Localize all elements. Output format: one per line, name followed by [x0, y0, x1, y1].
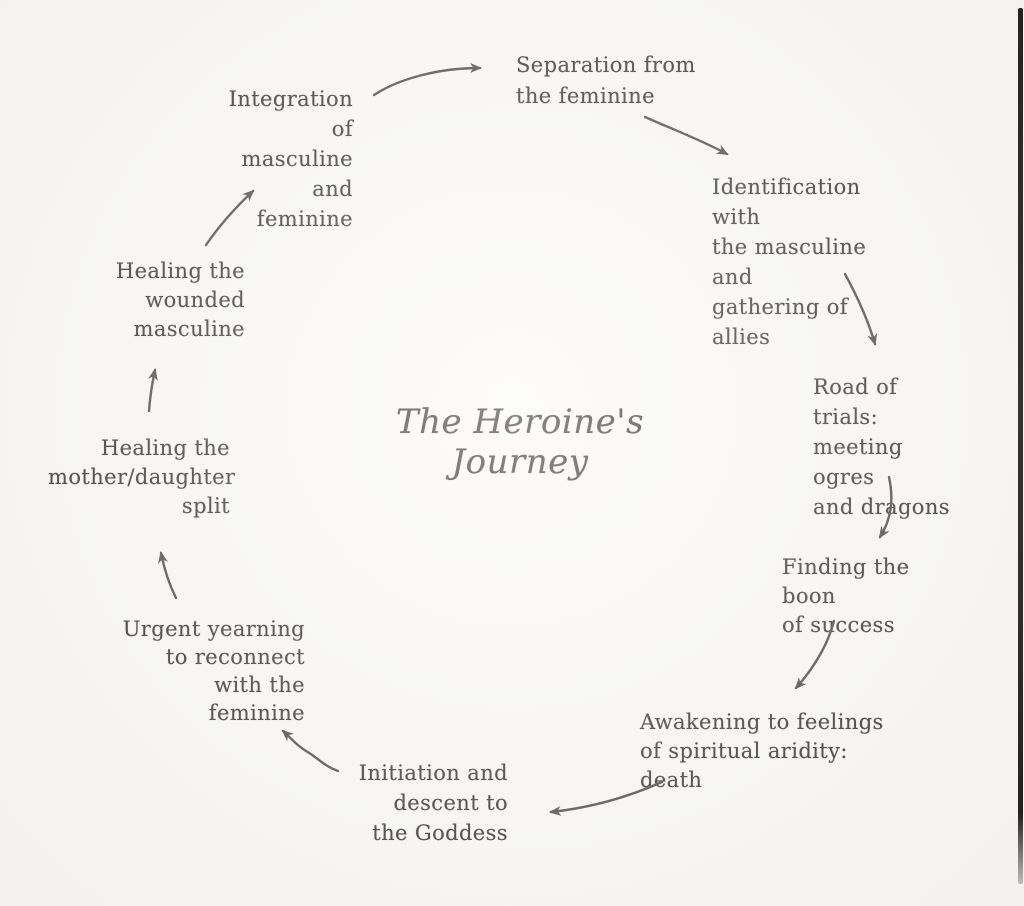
arrow-initiation-to-urgent-yearning: [281, 729, 340, 773]
arrow-road-of-trials-to-finding-boon: [878, 475, 893, 539]
stage-finding-the-boon-of-success: Finding the boon of success: [782, 555, 910, 637]
stage-healing-mother-daughter-split: Healing the mother/daughter split: [48, 436, 236, 518]
stage-urgent-yearning-to-reconnect: Urgent yearning to reconnect with the fe…: [122, 617, 305, 725]
stage-integration-of-masculine-and-feminine: Integration of masculine and feminine: [228, 87, 353, 231]
stage-healing-wounded-masculine: Healing the wounded masculine: [115, 259, 245, 341]
arrow-finding-boon-to-awakening: [794, 619, 836, 690]
arrow-identification-to-road-of-trials: [843, 272, 877, 346]
stage-road-of-trials: Road of trials: meeting ogres and dragon…: [813, 375, 950, 519]
diagram-title: The Heroine's Journey: [395, 402, 645, 482]
arrow-healing-masculine-to-integration: [204, 189, 255, 247]
stage-awakening-to-spiritual-aridity: Awakening to feelings of spiritual aridi…: [640, 710, 884, 792]
stage-identification-with-the-masculine: Identification with the masculine and ga…: [712, 175, 867, 349]
arrow-awakening-to-initiation: [549, 780, 664, 816]
scan-edge-artifact: [1018, 8, 1023, 884]
stage-initiation-and-descent-to-the-goddess: Initiation and descent to the Goddess: [358, 761, 508, 845]
stage-separation-from-the-feminine: Separation from the feminine: [516, 53, 696, 108]
arrow-healing-split-to-healing-masculine: [147, 368, 158, 413]
arrow-separation-to-identification: [643, 115, 729, 156]
arrow-urgent-yearning-to-healing-split: [158, 551, 178, 600]
arrow-integration-to-separation: [372, 63, 482, 97]
